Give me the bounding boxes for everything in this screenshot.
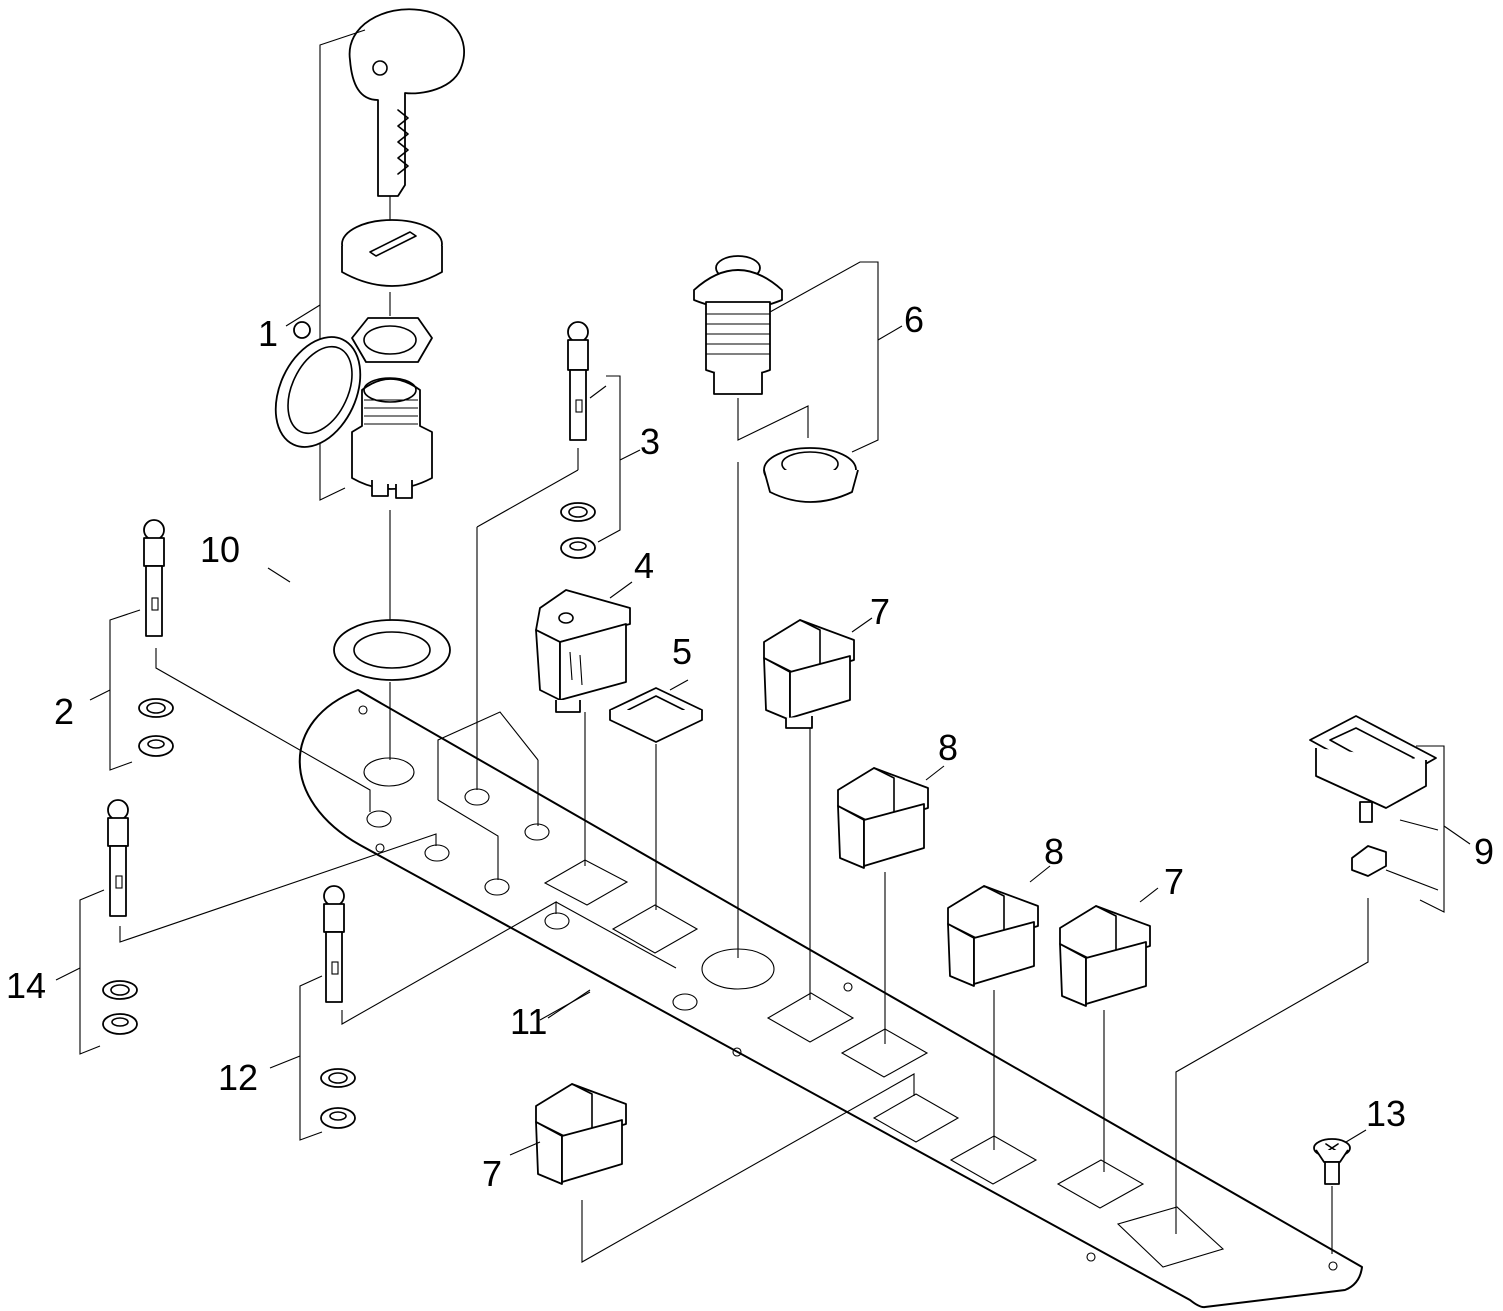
callout-7-right: 7	[1164, 861, 1184, 902]
lens-cover-5	[609, 679, 703, 910]
callout-5: 5	[672, 631, 692, 672]
hour-meter-9	[1175, 715, 1471, 1234]
callout-bracket-1	[285, 29, 366, 501]
protective-cap	[267, 321, 451, 760]
indicator-lamp-12	[269, 885, 677, 1141]
callout-4: 4	[634, 545, 654, 586]
callout-13: 13	[1366, 1093, 1406, 1134]
screw-13	[1313, 1129, 1367, 1254]
callout-14: 14	[6, 965, 46, 1006]
indicator-lamp-2	[89, 519, 371, 812]
callout-8-upper: 8	[938, 727, 958, 768]
callout-9: 9	[1474, 831, 1494, 872]
callout-7-upper: 7	[870, 591, 890, 632]
indicator-lamp-14	[55, 799, 437, 1055]
rocker-switch-7-upper	[763, 617, 873, 1000]
leader-line	[539, 991, 591, 1021]
callout-1: 1	[258, 313, 278, 354]
leader-line-11	[547, 989, 591, 1019]
leader-line	[437, 711, 539, 800]
push-button-6	[693, 255, 903, 958]
callout-8-lower: 8	[1044, 831, 1064, 872]
indicator-lamp-3	[476, 321, 641, 790]
callout-12: 12	[218, 1057, 258, 1098]
callout-10: 10	[200, 529, 240, 570]
key-switch-assembly	[341, 8, 465, 636]
callout-7-lower: 7	[482, 1153, 502, 1194]
callout-6: 6	[904, 299, 924, 340]
rocker-switch-7-lower	[509, 1073, 915, 1263]
mounting-plate	[298, 689, 1363, 1309]
rocker-switch-8-lower	[947, 865, 1051, 1150]
rocker-switch-4	[535, 581, 633, 866]
rocker-switch-7-right	[1059, 887, 1159, 1172]
callout-11: 11	[510, 1001, 547, 1042]
callout-2: 2	[54, 691, 74, 732]
rocker-switch-8-upper	[837, 765, 945, 1044]
leader-line	[437, 799, 499, 880]
callout-3: 3	[640, 421, 660, 462]
